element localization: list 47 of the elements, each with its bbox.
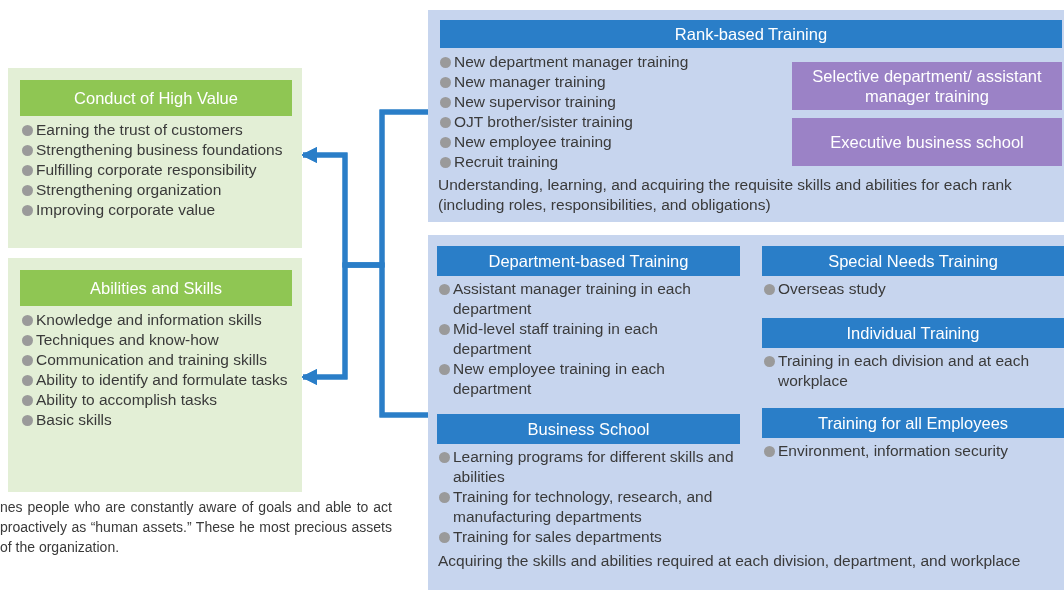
- description-text: Acquiring the skills and abilities required at each division, department, and workplace: [438, 551, 1022, 571]
- bullet-text: New employee training in each department: [453, 359, 666, 399]
- bullet-text: Training in each division and at each workplace: [778, 351, 1031, 391]
- section-header: Training for all Employees: [762, 408, 1064, 438]
- bullet-text: New employee training: [454, 132, 612, 152]
- caption-text: nes people who are constantly aware of goals and able to act proactively as “human assets.” These he most precious assets of the organization.: [0, 498, 392, 557]
- section-header: Department-based Training: [437, 246, 740, 276]
- panel: [8, 258, 302, 492]
- bullet-text: Techniques and know-how: [36, 330, 219, 350]
- bullet-text: New manager training: [454, 72, 606, 92]
- bullet-text: New department manager training: [454, 52, 689, 72]
- bullet-text: Assistant manager training in each department: [453, 279, 692, 319]
- section-header: Abilities and Skills: [20, 270, 292, 306]
- bullet-text: Earning the trust of customers: [36, 120, 243, 140]
- section-header: Special Needs Training: [762, 246, 1064, 276]
- bullet-text: Training for sales departments: [453, 527, 662, 547]
- program-label: Selective department/ assistant manager training: [811, 66, 1043, 106]
- bullet-text: Learning programs for different skills and abilities: [453, 447, 735, 487]
- bullet-text: Ability to accomplish tasks: [36, 390, 217, 410]
- panel: [8, 68, 302, 248]
- bullet-text: Strengthening organization: [36, 180, 222, 200]
- bullet-text: Knowledge and information skills: [36, 310, 262, 330]
- panel: [428, 235, 1064, 590]
- section-header: Conduct of High Value: [20, 80, 292, 116]
- bullet-text: New supervisor training: [454, 92, 616, 112]
- description-text: Understanding, learning, and acquiring the requisite skills and abilities for each rank (including roles, responsibilities, and obligations): [438, 175, 1013, 215]
- program-box: [792, 118, 1062, 166]
- connector-arrow: [301, 262, 428, 418]
- bullet-text: Ability to identify and formulate tasks: [36, 370, 288, 390]
- bullet-text: Improving corporate value: [36, 200, 216, 220]
- bullet-text: Basic skills: [36, 410, 112, 430]
- bullet-text: Environment, information security: [778, 441, 1008, 461]
- bullet-text: OJT brother/sister training: [454, 112, 633, 132]
- section-header: Business School: [437, 414, 740, 444]
- program-box: [792, 62, 1062, 110]
- section-header: Individual Training: [762, 318, 1064, 348]
- bullet-text: Strengthening business foundations: [36, 140, 283, 160]
- panel: [428, 10, 1064, 222]
- training-section: [437, 414, 740, 546]
- bullet-text: Mid-level staff training in each department: [453, 319, 659, 359]
- section-header: Rank-based Training: [440, 20, 1062, 48]
- bullet-text: Fulfilling corporate responsibility: [36, 160, 257, 180]
- program-label: Executive business school: [830, 132, 1024, 152]
- bullet-text: Recruit training: [454, 152, 559, 172]
- bullet-text: Training for technology, research, and manufacturing departments: [453, 487, 714, 527]
- bullet-text: Communication and training skills: [36, 350, 267, 370]
- bullet-text: Overseas study: [778, 279, 886, 299]
